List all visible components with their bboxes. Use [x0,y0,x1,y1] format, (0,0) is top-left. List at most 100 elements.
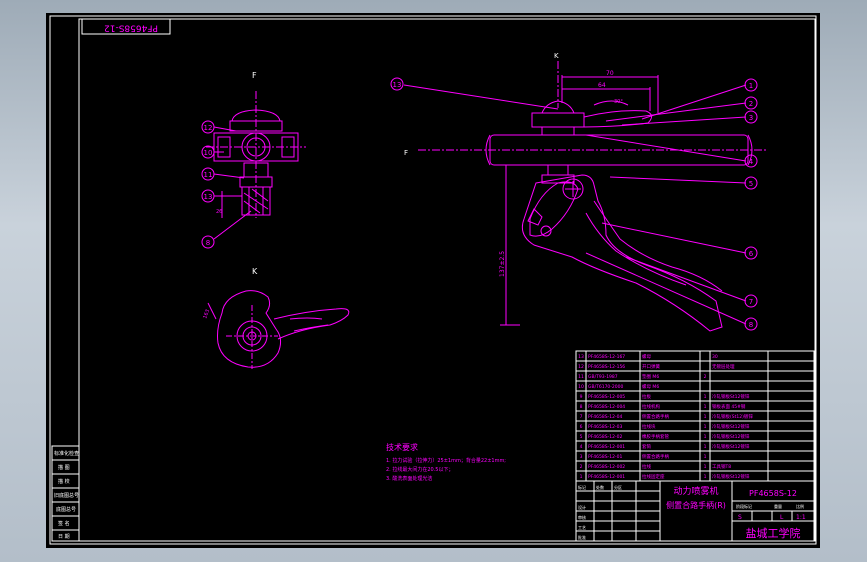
balloon-left-12: 12 [204,124,213,132]
parts-cell-code: PF4658S-12-001 [588,444,625,450]
parts-cell-no: 7 [580,414,583,420]
parts-cell-note: 冷轧钢板(St12)镀锌 [712,413,753,420]
parts-cell-name: 开口弹簧 [642,363,660,370]
view-label-k: K [252,267,258,276]
parts-cell-name: 螺母 [642,353,651,360]
balloon-main-4: 4 [744,154,758,168]
title-line-2: 侧置合路手柄(R) [666,500,726,510]
balloon-left-13: 13 [204,193,213,201]
tech-req-2: 2. 拉线最大间力在20.5以下； [386,466,454,473]
parts-cell-no: 5 [580,434,583,440]
drawing-number: PF4658S-12 [749,489,797,498]
parts-cell-code: PF4658S-12-02 [588,434,622,440]
svg-text:3: 3 [749,114,753,122]
parts-cell-no: 1 [580,474,583,480]
parts-cell-no: 4 [580,444,583,450]
parts-cell-code: GB/T93-1987 [588,374,618,380]
tb-label-review: 审核 [578,514,586,520]
dim-70: 70 [606,70,614,77]
tech-req-title: 技术要求 [386,442,418,452]
tb-label-scale: 比例 [796,503,804,509]
strip-label-4: 旧底图总号 [54,492,79,499]
left-revision-strip: 标准化检查 描 图 描 校 旧底图总号 底图总号 签 名 日 期 [51,445,80,542]
svg-text:4: 4 [749,158,754,166]
tech-req-1: 1. 拉力试验（拉伸力）25±1mm；背合量22±1mm; [386,457,506,464]
tb-label-zone: 分区 [614,484,622,490]
parts-cell-name: 拉线 [642,463,651,470]
side-view-f: F 12 10 11 13 8 26 [201,71,306,249]
title-block: 动力喷雾机 侧置合路手柄(R) PF4658S-12 S L 1:1 盐城工学院… [575,480,815,542]
parts-cell-code: PF4658S-12-002 [588,464,625,470]
stage-l: L [780,514,784,521]
balloon-main-6: 6 [744,246,758,260]
parts-cell-name: 橡胶手柄套管 [642,433,669,440]
drawing-sheet[interactable]: PF4658S-12 标准化检查 描 图 描 校 旧底图总号 底图总号 签 名 … [46,13,820,548]
technical-requirements: 技术要求 1. 拉力试验（拉伸力）25±1mm；背合量22±1mm; 2. 拉线… [386,442,506,482]
dim-163: 163 [202,309,211,320]
rotated-drawing-number: PF4658S-12 [104,23,158,33]
parts-cell-code: PF4658S-12-03 [588,424,622,430]
balloon-main-5: 5 [744,176,758,190]
parts-cell-no: 6 [580,424,583,430]
inner-border [78,18,816,542]
stage-s: S [738,514,742,521]
strip-label-3: 描 校 [58,478,70,485]
parts-cell-code: PF4658S-12-04 [588,414,622,420]
rotated-number-box: PF4658S-12 [81,18,171,35]
parts-cell-name: 侧置合路手柄 [642,413,669,420]
tb-label-process: 工艺 [578,525,586,530]
svg-text:13: 13 [393,81,402,89]
parts-cell-code: GB/T6170-2000 [588,384,624,390]
strip-label-7: 日 期 [58,534,70,540]
tb-label-design: 设计 [578,504,586,510]
balloon-main-1: 1 [744,78,758,92]
tech-req-3: 3. 酸洗表面处理光洁 [386,475,432,482]
parts-cell-name: 拉线机构 [642,403,660,410]
tb-label-stage: 阶段标记 [736,503,752,509]
dim-vertical: 137±2.5 [499,251,506,277]
parts-cell-no: 13 [578,354,584,360]
svg-text:7: 7 [749,298,753,306]
parts-cell-qty: 1 [704,474,707,480]
parts-cell-qty: 1 [704,434,707,440]
main-view-f-label: F [404,149,408,157]
parts-cell-note: 钢板表面 45#钢 [712,403,746,410]
parts-cell-note: 冷轧钢板St12镀锌 [712,423,750,430]
strip-label-1: 标准化检查 [54,450,79,457]
view-k: K 163 [202,267,350,369]
svg-text:2: 2 [749,100,753,108]
parts-cell-code: PF4658S-12-004 [588,404,625,410]
parts-cell-note: 冷轧钢板St12镀锌 [712,433,750,440]
scale-value: 1:1 [796,514,806,521]
main-view-k-label: K [554,52,559,60]
tb-label-weight: 重量 [774,503,782,509]
parts-cell-note: 冷轧钢板St12镀锌 [712,473,750,480]
parts-cell-note: 工具钢T8 [712,463,731,470]
parts-cell-qty: 1 [704,394,707,400]
parts-cell-qty: 1 [704,464,707,470]
dim-26: 26 [216,209,222,215]
school-name: 盐城工学院 [746,526,801,540]
parts-cell-name: 拉板 [642,393,651,400]
parts-cell-code: PF4658S-12-156 [588,364,625,370]
title-line-1: 动力喷雾机 [673,485,718,497]
parts-cell-name: 侧置合路手柄 [642,453,669,460]
balloon-main-2: 2 [744,96,758,110]
parts-cell-qty: 1 [704,404,707,410]
svg-text:5: 5 [749,180,753,188]
tb-label-marker: 标记 [578,484,586,490]
parts-cell-no: 2 [580,464,583,470]
parts-cell-qty: 1 [704,414,707,420]
balloon-main-13: 13 [390,77,404,91]
strip-label-6: 签 名 [58,520,70,527]
parts-cell-note: 冷轧钢板St12镀锌 [712,393,750,400]
svg-text:6: 6 [749,250,754,258]
parts-cell-no: 11 [578,374,584,380]
parts-cell-qty: 1 [704,444,707,450]
tb-label-count: 处数 [596,484,604,490]
parts-cell-note: 30 [712,354,718,360]
parts-cell-code: PF4658S-12-001 [588,474,625,480]
parts-cell-no: 10 [578,384,584,390]
parts-cell-name: 拉线块 [642,423,656,430]
dim-angle: 30° [614,99,623,105]
